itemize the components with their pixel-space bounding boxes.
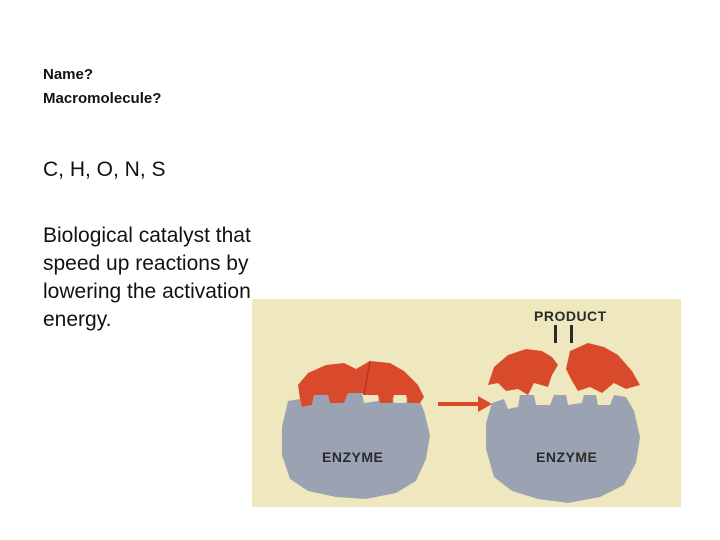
enzyme-left-label: ENZYME [322, 449, 383, 465]
question-macromolecule: Macromolecule? [43, 88, 161, 110]
product-indicator-right [570, 325, 573, 343]
enzyme-left-shape [282, 393, 430, 499]
question-name: Name? [43, 64, 93, 86]
enzyme-right-label: ENZYME [536, 449, 597, 465]
description-text: Biological catalyst that speed up reacti… [43, 222, 271, 334]
product-indicator-left [554, 325, 557, 343]
enzyme-diagram: PRODUCT ENZYME ENZYME [252, 299, 681, 507]
elements-text: C, H, O, N, S [43, 156, 166, 184]
product-label: PRODUCT [534, 308, 607, 324]
